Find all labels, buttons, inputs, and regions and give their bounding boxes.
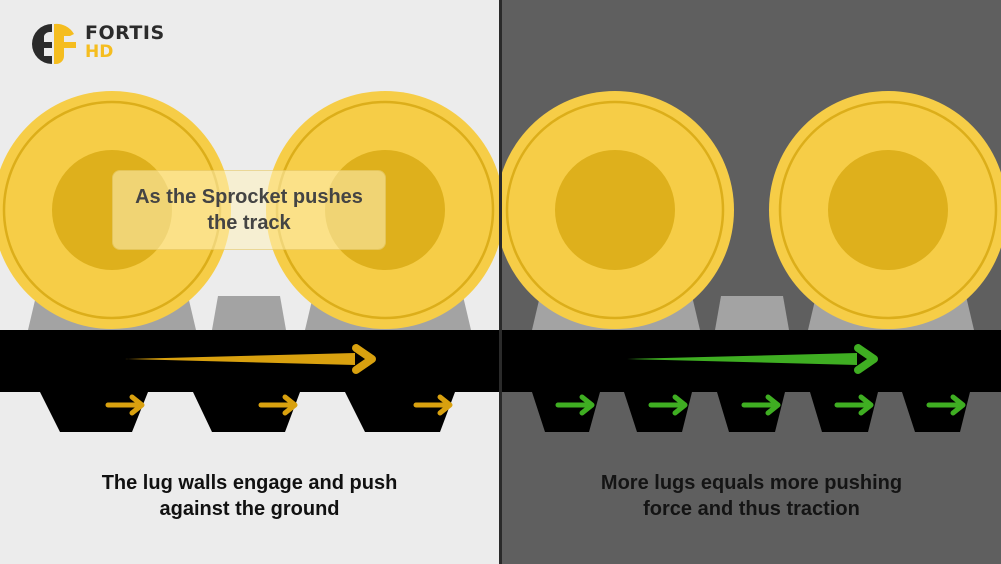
main-arrow-shaft (125, 353, 355, 365)
sprocket-ring (778, 100, 998, 320)
lug-arrow-head (672, 394, 688, 416)
lug-arrow-head (950, 394, 966, 416)
fortis-hd-logo: FORTIS HD (30, 22, 170, 68)
right-diagram (502, 91, 1001, 432)
sprocket-hub (555, 150, 675, 270)
sprocket-hub (828, 150, 948, 270)
main-arrow-head (352, 344, 376, 374)
right-caption: More lugs equals more pushing force and … (600, 472, 903, 520)
panel-divider (499, 0, 502, 564)
sprocket-callout: As the Sprocket pushes the track (112, 170, 386, 250)
track-lug (717, 392, 785, 432)
callout-text: As the Sprocket pushes the track (135, 186, 363, 234)
track-lug (810, 392, 878, 432)
logo-subtitle: HD (85, 42, 114, 62)
sprocket-ring (505, 100, 725, 320)
right-panel: More lugs equals more pushing force and … (502, 0, 1001, 564)
track-lug (902, 392, 970, 432)
track-lug (193, 392, 300, 432)
lug-arrow-head (579, 394, 595, 416)
main-arrow-head (854, 344, 878, 374)
left-caption: The lug walls engage and push against th… (101, 472, 398, 520)
fortis-logo-icon (32, 23, 76, 64)
lug-arrow-head (282, 394, 298, 416)
sprocket-tooth (715, 296, 789, 330)
lug-arrow-head (129, 394, 145, 416)
main-arrow-shaft (627, 353, 857, 365)
left-panel: FORTIS HD As the Sprocket pushes the tra… (0, 0, 499, 564)
lug-arrow-head (437, 394, 453, 416)
lug-arrow-head (765, 394, 781, 416)
logo-wordmark: FORTIS (85, 22, 165, 44)
track-lug (532, 392, 600, 432)
track-lug (40, 392, 148, 432)
sprocket-tooth (212, 296, 286, 330)
lug-arrow-head (858, 394, 874, 416)
track-lug (345, 392, 455, 432)
track-lug (624, 392, 692, 432)
